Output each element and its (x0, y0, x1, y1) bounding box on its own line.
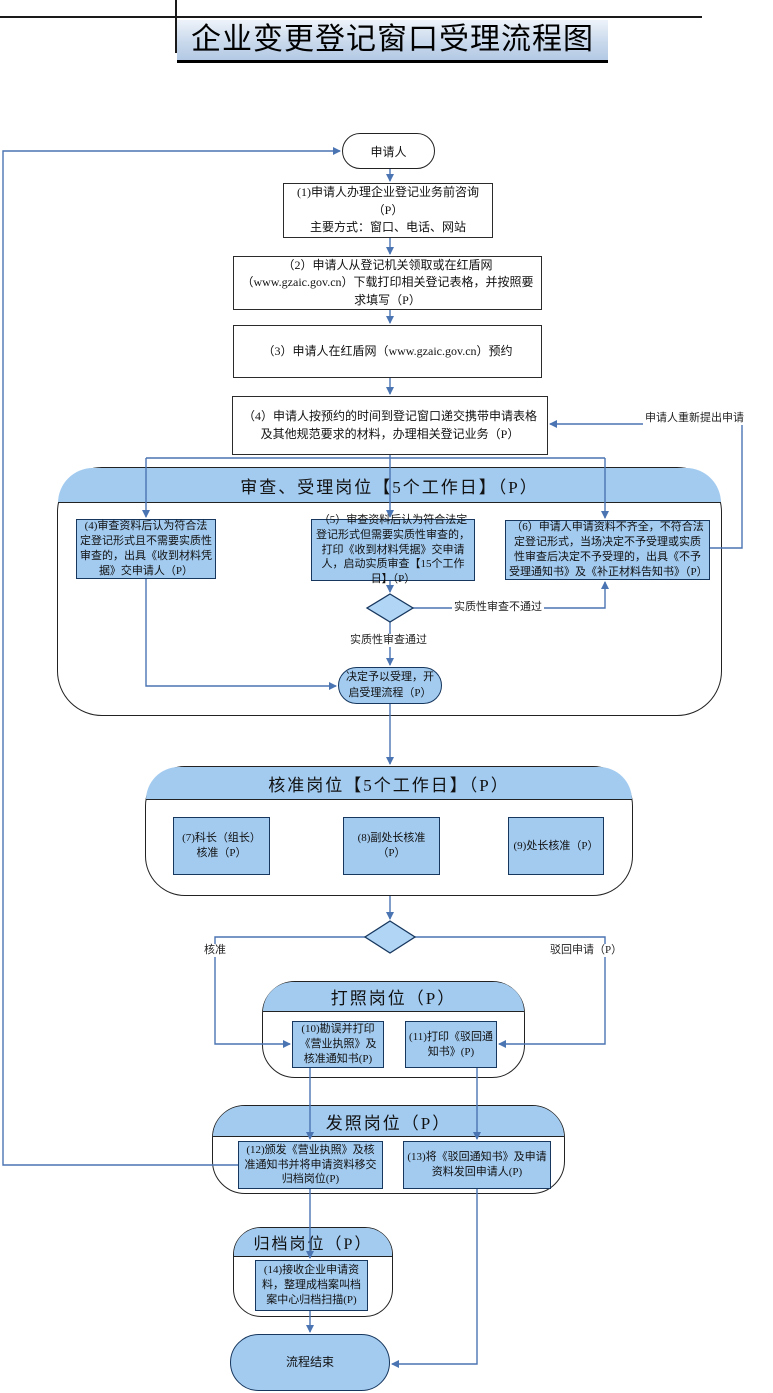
accept-decision-oval: 决定予以受理，开启受理流程（P） (338, 667, 442, 704)
approval-box-7: (7)科长（组长）核准（P） (173, 817, 270, 875)
start-oval-applicant: 申请人 (342, 133, 435, 169)
left-tick-line (175, 0, 177, 53)
decision-diamond-substantive-review (365, 593, 415, 623)
label-reject: 驳回申请（P） (548, 944, 625, 957)
end-oval: 流程结束 (230, 1334, 390, 1391)
issue-box-13: (13)将《驳回通知书》及申请资料发回申请人(P) (403, 1141, 551, 1189)
flowchart-title: 企业变更登记窗口受理流程图 (177, 20, 608, 63)
archive-box-14: (14)接收企业申请资料，整理成档案叫档案中心归档扫描(P) (255, 1260, 368, 1311)
step-1-box: (1)申请人办理企业登记业务前咨询（P） 主要方式：窗口、电话、网站 (283, 183, 493, 238)
print-box-11: (11)打印《驳回通知书》(P) (405, 1021, 497, 1068)
step-4-box: （4）申请人按预约的时间到登记窗口递交携带申请表格及其他规范要求的材料，办理相关… (232, 396, 548, 455)
issue-box-12: (12)颁发《营业执照》及核准通知书并将申请资料移交归档岗位(P) (238, 1141, 383, 1189)
approval-box-8: (8)副处长核准（P） (343, 817, 440, 875)
decision-diamond-approval (363, 920, 417, 954)
print-box-10: (10)勘误并打印《营业执照》及核准通知书(P) (292, 1021, 384, 1068)
label-reapply: 申请人重新提出申请 (643, 412, 746, 425)
license-print-header: 打照岗位（P） (263, 982, 524, 1012)
step-2-box: （2）申请人从登记机关领取或在红盾网（www.gzaic.gov.cn）下载打印… (233, 256, 542, 310)
license-issue-header: 发照岗位（P） (213, 1106, 564, 1137)
approval-box-9: (9)处长核准（P） (508, 817, 604, 875)
review-box-4: (4)审查资料后认为符合法定登记形式且不需要实质性审查的，出具《收到材料凭据》交… (76, 519, 216, 579)
top-rule-line (0, 16, 702, 18)
review-box-5: （5）审查资料后认为符合法定登记形式但需要实质性审查的，打印《收到材料凭据》交申… (311, 514, 475, 585)
label-review-fail: 实质性审查不通过 (452, 601, 544, 614)
review-box-6: （6）申请人申请资料不齐全，不符合法定登记形式，当场决定不予受理或实质性审查后决… (505, 520, 710, 580)
approval-header: 核准岗位【5个工作日】（P） (146, 767, 632, 800)
label-review-pass: 实质性审查通过 (348, 634, 429, 647)
step-3-box: （3）申请人在红盾网（www.gzaic.gov.cn）预约 (233, 325, 542, 378)
label-approve: 核准 (202, 944, 228, 957)
